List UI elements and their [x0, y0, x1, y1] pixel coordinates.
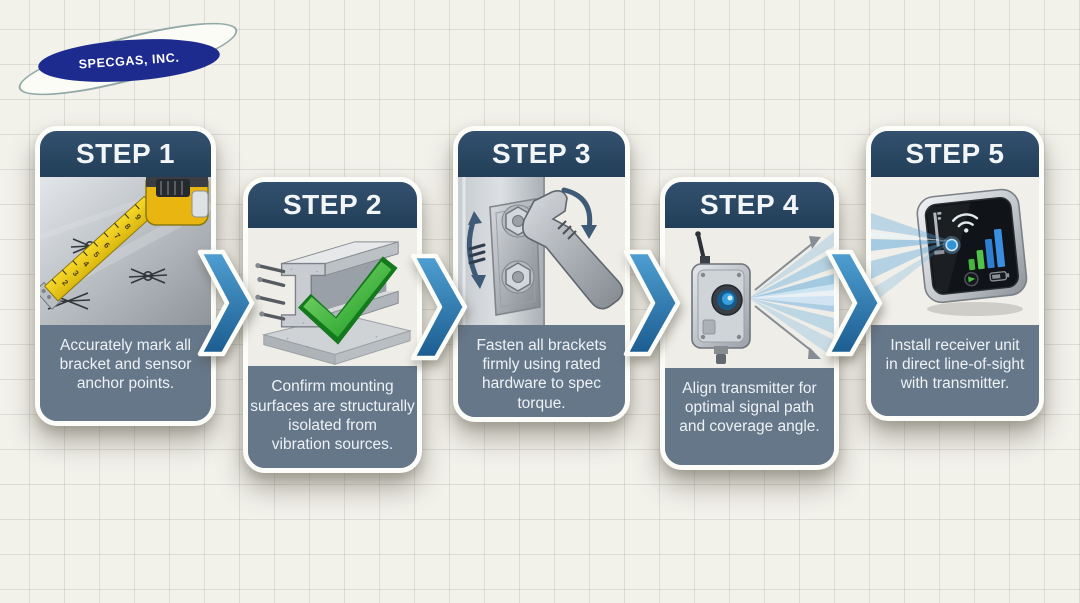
tape-measure-icon: 2 3 4 5 6 7 8 9: [40, 177, 211, 325]
step-4-title: STEP 4: [700, 189, 799, 220]
step-card-2: STEP 2: [243, 177, 422, 473]
step-card-3: STEP 3: [453, 126, 630, 422]
chevron-arrow-icon-2: [410, 253, 468, 361]
step-card-4: STEP 4: [660, 177, 839, 470]
step-1-title: STEP 1: [76, 138, 175, 169]
step-2-title: STEP 2: [283, 189, 382, 220]
step-3-illustration: [458, 177, 625, 325]
step-5-title: STEP 5: [905, 138, 1005, 169]
receiver-unit-icon: [871, 177, 1039, 325]
transmitter-beams-icon: [665, 228, 834, 368]
step-2-header: STEP 2: [248, 182, 417, 228]
step-3-title: STEP 3: [492, 138, 591, 169]
svg-text:8: 8: [123, 222, 133, 232]
svg-text:2: 2: [60, 278, 70, 288]
step-card-5: STEP 5: [866, 126, 1044, 421]
step-5-illustration: [871, 177, 1039, 325]
chevron-arrow-icon-1: [197, 249, 255, 357]
svg-text:7: 7: [112, 231, 122, 241]
company-logo: SPECGAS, INC.: [0, 0, 260, 110]
chevron-arrow-icon-3: [623, 249, 681, 357]
step-4-header: STEP 4: [665, 182, 834, 228]
step-1-description: Accurately mark all bracket and sensor a…: [40, 325, 211, 421]
step-5-header: STEP 5: [871, 131, 1039, 177]
step-1-illustration: 2 3 4 5 6 7 8 9: [40, 177, 211, 325]
svg-text:4: 4: [81, 259, 91, 269]
step-2-illustration: [248, 228, 417, 367]
svg-text:5: 5: [92, 250, 102, 260]
chevron-arrow-icon-4: [825, 249, 883, 357]
step-5-description: Install receiver unit in direct line-of-…: [871, 325, 1039, 416]
logo-text: SPECGAS, INC.: [78, 49, 180, 72]
svg-text:9: 9: [133, 213, 143, 223]
step-4-description: Align transmitter for optimal signal pat…: [665, 368, 834, 465]
svg-text:3: 3: [71, 269, 81, 279]
svg-text:6: 6: [102, 241, 112, 251]
step-2-description: Confirm mounting surfaces are structural…: [248, 366, 417, 468]
logo-ellipse: SPECGAS, INC.: [36, 33, 222, 88]
concrete-beam-check-icon: [248, 228, 417, 367]
step-1-header: STEP 1: [40, 131, 211, 177]
step-4-illustration: [665, 228, 834, 368]
step-3-description: Fasten all brackets firmly using rated h…: [458, 325, 625, 417]
step-card-1: STEP 1: [35, 126, 216, 426]
step-3-header: STEP 3: [458, 131, 625, 177]
wrench-bracket-icon: [458, 177, 625, 325]
